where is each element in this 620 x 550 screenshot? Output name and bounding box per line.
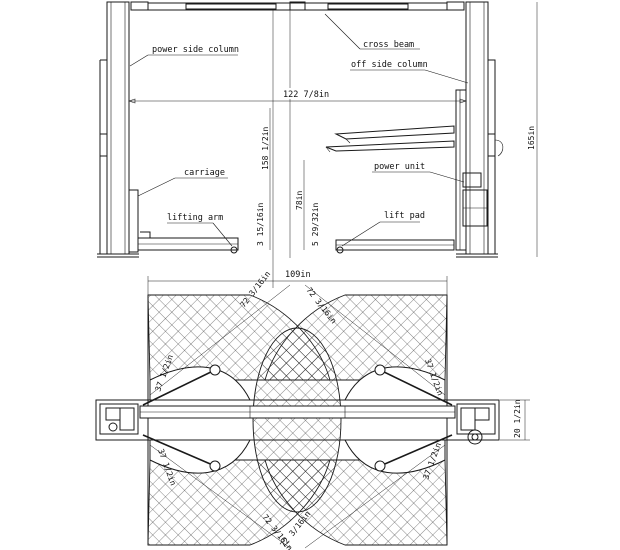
lift-arms xyxy=(142,364,453,472)
pad-top-right xyxy=(374,364,386,376)
pad-top-left xyxy=(209,364,221,376)
cross-beam xyxy=(148,1,447,11)
callouts: power side column cross beam off side co… xyxy=(129,13,469,247)
callout-off-side-column: off side column xyxy=(351,60,428,70)
callout-carriage: carriage xyxy=(184,168,225,178)
base-plate xyxy=(95,399,500,441)
left-carriage xyxy=(128,189,239,254)
column-depth-label: 20 1/2in xyxy=(513,399,522,438)
top-view: 109in xyxy=(95,268,530,550)
pad-bottom-left xyxy=(209,460,221,472)
overall-width-label: 109in xyxy=(285,270,311,280)
lift-height-78-dimension: 78in xyxy=(295,160,305,250)
off-side-column xyxy=(446,1,504,258)
front-view: 122 7/8in 1 xyxy=(97,1,538,288)
callout-power-unit: power unit xyxy=(374,162,425,172)
top-view-frame xyxy=(147,295,448,545)
power-side-column xyxy=(97,1,149,258)
right-carriage xyxy=(325,89,488,251)
callout-cross-beam: cross beam xyxy=(363,40,414,50)
right-lowered-pad xyxy=(335,239,455,254)
pad-bottom-right xyxy=(374,460,386,472)
lift-height-78-label: 78in xyxy=(295,191,304,210)
max-height-label: 158 1/2in xyxy=(261,126,270,170)
min-pad-left-label: 3 15/16in xyxy=(256,202,265,246)
arm-sweep-areas xyxy=(147,294,448,546)
overall-height-label: 165in xyxy=(527,126,536,150)
width-dimension: 122 7/8in xyxy=(128,88,467,104)
overall-width-dimension: 109in xyxy=(147,268,448,295)
left-column-plan xyxy=(99,403,139,435)
right-column-plan xyxy=(456,403,496,445)
callout-lift-pad: lift pad xyxy=(384,211,425,221)
column-depth-dimension: 20 1/2in xyxy=(500,399,530,441)
callout-lifting-arm: lifting arm xyxy=(167,213,223,223)
callout-power-side-column: power side column xyxy=(152,45,239,55)
min-pad-right-label: 5 29/32in xyxy=(311,202,320,246)
overall-height-dimension: 165in xyxy=(527,2,538,257)
width-dimension-label: 122 7/8in xyxy=(283,90,329,100)
max-height-dimension: 158 1/2in xyxy=(261,108,271,250)
